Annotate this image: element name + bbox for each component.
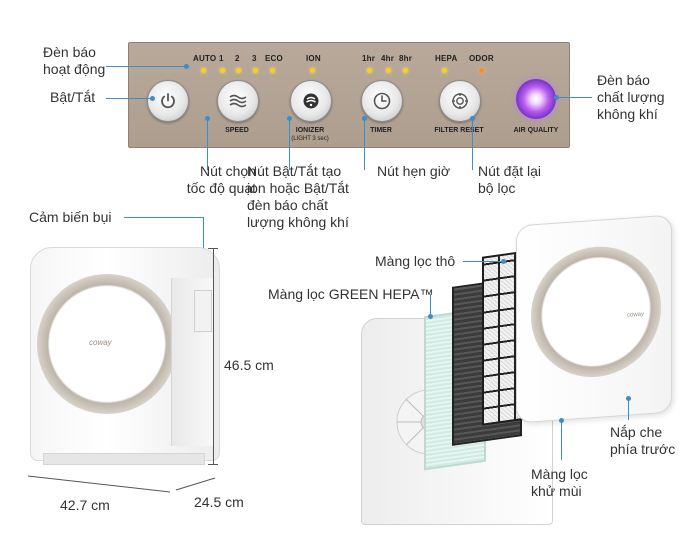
ionizer-sub-label: (LIGHT 3 sec) [291, 136, 329, 142]
led-ion [310, 68, 315, 73]
leader-dot [470, 116, 475, 121]
speed-button[interactable] [217, 80, 259, 122]
indicator-4hr: 4hr [381, 54, 395, 63]
leader-pre-filter [463, 261, 503, 262]
led-4hr [386, 68, 391, 73]
dimension-height: 46.5 cm [224, 357, 274, 373]
led-hepa [442, 68, 447, 73]
dust-sensor [194, 290, 212, 332]
leader-ionizer [289, 118, 290, 170]
leader-dot [428, 314, 433, 319]
front-cover: coway [516, 214, 672, 424]
led-1 [220, 68, 225, 73]
leader-filter-reset [472, 118, 473, 170]
leader-speed [207, 118, 208, 170]
ionizer-button[interactable] [290, 80, 332, 122]
leader-dot [205, 116, 210, 121]
leader-dot [287, 116, 292, 121]
dimension-tick [208, 464, 218, 465]
leader-dot [150, 96, 155, 101]
indicator-2: 2 [235, 54, 240, 63]
leader-dot [626, 396, 631, 401]
indicator-odor: ODOR [469, 54, 494, 63]
ionizer-label: IONIZER [295, 127, 325, 134]
ionizer-icon [303, 93, 319, 109]
clock-icon [373, 92, 391, 110]
dimension-width-line [27, 475, 216, 493]
led-odor [479, 68, 484, 73]
led-2 [236, 68, 241, 73]
leader-air-quality [556, 97, 592, 98]
callout-power: Bật/Tắt [50, 89, 96, 105]
indicator-eco: ECO [265, 54, 283, 63]
leader-front-cover [628, 398, 629, 420]
filter-reset-button[interactable] [439, 80, 481, 122]
led-3 [253, 68, 258, 73]
leader-deodor-filter [561, 420, 562, 460]
indicator-3: 3 [252, 54, 257, 63]
dimension-depth: 24.5 cm [194, 494, 244, 510]
leader-power [106, 98, 152, 99]
dimension-height-line [213, 248, 214, 465]
leader-dust-sensor [124, 217, 204, 218]
callout-timer-button: Nút hẹn giờ [377, 163, 451, 179]
power-button[interactable] [147, 80, 189, 122]
indicator-1hr: 1hr [362, 54, 376, 63]
filter-reset-label: FILTER RESET [434, 127, 484, 134]
timer-label: TIMER [370, 127, 392, 134]
purifier-base [43, 453, 205, 465]
leader-dot [362, 116, 367, 121]
led-auto [201, 68, 206, 73]
callout-hepa-filter: Màng lọc GREEN HEPA™ [268, 286, 434, 302]
leader-hepa-filter [430, 294, 431, 316]
timer-button[interactable] [361, 80, 403, 122]
leader-timer [364, 118, 365, 170]
dimension-width: 42.7 cm [60, 497, 110, 513]
brand-logo-small: coway [627, 311, 645, 319]
leader-dot [554, 95, 559, 100]
leader-dot [559, 418, 564, 423]
indicator-1: 1 [219, 54, 224, 63]
dimension-tick [208, 248, 218, 249]
callout-dust-sensor: Cảm biến bụi [29, 209, 112, 225]
indicator-ion: ION [306, 54, 321, 63]
wind-icon [229, 94, 247, 108]
brand-logo: coway [89, 338, 112, 347]
led-8hr [403, 68, 408, 73]
led-eco [270, 68, 275, 73]
indicator-auto: AUTO [193, 54, 217, 63]
indicator-8hr: 8hr [399, 54, 413, 63]
leader-dot [184, 64, 189, 69]
led-1hr [367, 68, 372, 73]
control-panel: AUTO 1 2 3 ECO ION 1hr 4hr 8hr HEPA ODOR… [128, 42, 570, 148]
front-ring [37, 274, 177, 414]
filter-icon [452, 93, 468, 109]
callout-pre-filter: Màng lọc thô [375, 253, 456, 269]
power-icon [161, 93, 175, 109]
air-quality-label: AIR QUALITY [513, 127, 559, 134]
purifier-side-view: coway [30, 247, 220, 465]
leader-dot [501, 259, 506, 264]
leader-status-lights [106, 66, 186, 67]
indicator-hepa: HEPA [435, 54, 458, 63]
air-quality-light [516, 79, 556, 119]
speed-label: SPEED [225, 127, 249, 134]
